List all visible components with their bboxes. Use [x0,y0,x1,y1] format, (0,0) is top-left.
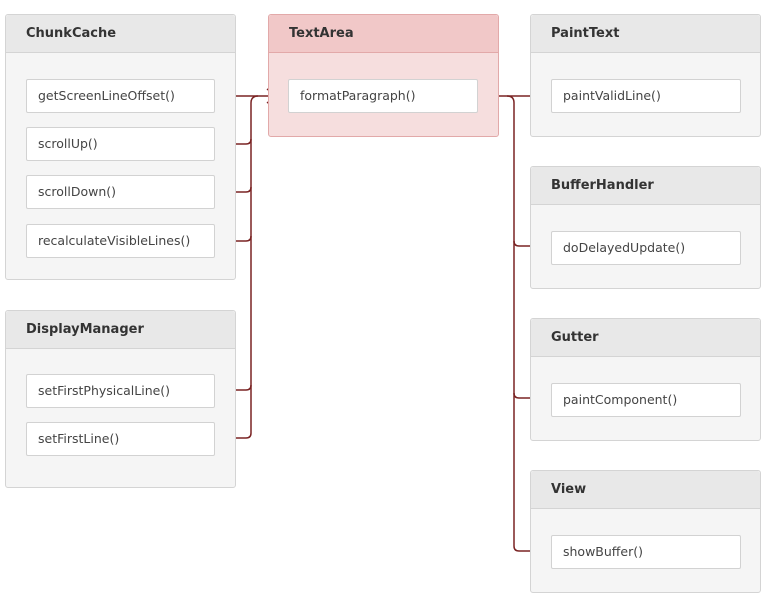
gutter-box: Gutter paintComponent() [530,318,761,441]
gutter-title: Gutter [531,319,760,357]
method-setFirstPhysicalLine: setFirstPhysicalLine() [26,374,215,408]
method-getScreenLineOffset: getScreenLineOffset() [26,79,215,113]
method-recalculateVisibleLines: recalculateVisibleLines() [26,224,215,258]
painttext-title: PaintText [531,15,760,53]
method-scrollDown: scrollDown() [26,175,215,209]
connector-scrollUp [236,138,252,145]
view-box: View showBuffer() [530,470,761,593]
view-title: View [531,471,760,509]
chunkcache-title: ChunkCache [6,15,235,53]
method-showBuffer: showBuffer() [551,535,741,569]
connector-paintComponent [513,392,530,399]
connector-doDelayedUpdate [513,240,530,247]
method-scrollUp: scrollUp() [26,127,215,161]
connector-left-trunk [236,95,259,439]
method-doDelayedUpdate: doDelayedUpdate() [551,231,741,265]
chunkcache-box: ChunkCache getScreenLineOffset() scrollU… [5,14,236,280]
method-paintValidLine: paintValidLine() [551,79,741,113]
method-setFirstLine: setFirstLine() [26,422,215,456]
connector-recalculateVisibleLines [236,235,252,242]
method-formatParagraph: formatParagraph() [288,79,478,113]
textarea-box: TextArea formatParagraph() [268,14,499,137]
textarea-title: TextArea [269,15,498,53]
displaymanager-box: DisplayManager setFirstPhysicalLine() se… [5,310,236,488]
method-paintComponent: paintComponent() [551,383,741,417]
bufferhandler-title: BufferHandler [531,167,760,205]
painttext-box: PaintText paintValidLine() [530,14,761,137]
connector-scrollDown [236,186,252,193]
connector-setFirstPhysicalLine [236,384,252,391]
displaymanager-title: DisplayManager [6,311,235,349]
connector-right-trunk [506,95,530,552]
bufferhandler-box: BufferHandler doDelayedUpdate() [530,166,761,289]
